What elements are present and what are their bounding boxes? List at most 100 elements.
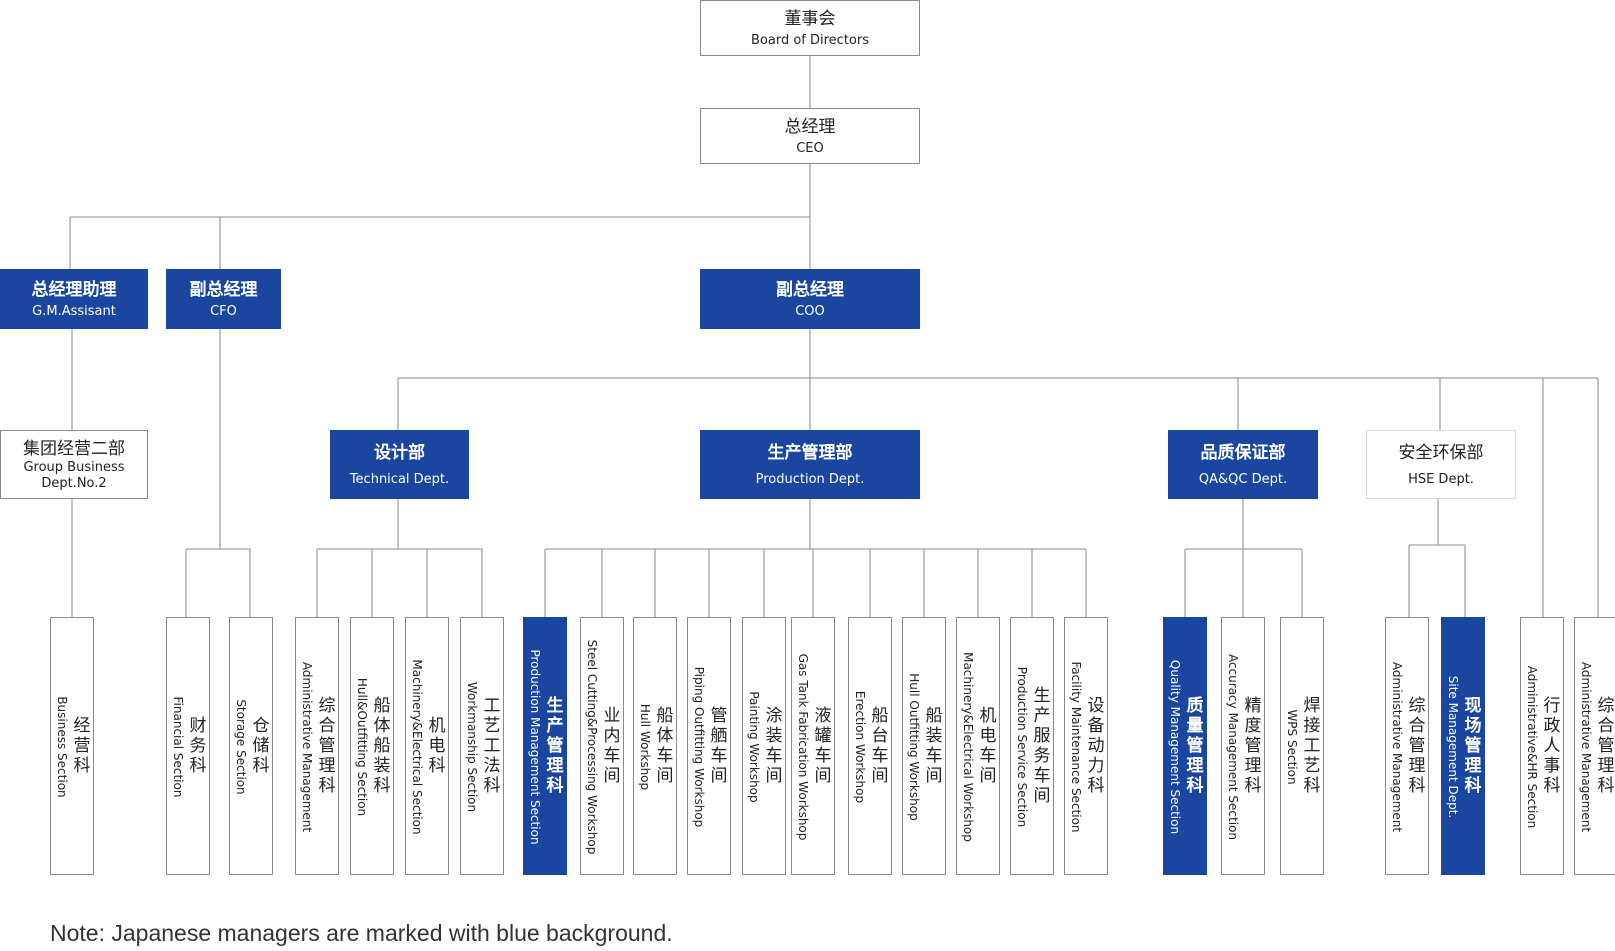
section-en-label: Steel Cutting&Processing Workshop xyxy=(585,639,599,855)
section-zh-char: 管 xyxy=(1597,736,1615,756)
section-zh-char: 车 xyxy=(814,746,832,766)
section-zh-char: 业 xyxy=(603,706,621,726)
section-zh-char: 体 xyxy=(373,716,391,736)
section-zh-char: 产 xyxy=(1033,706,1051,726)
cfo-zh: 副总经理 xyxy=(189,279,258,300)
section-zh-char: 理 xyxy=(1597,756,1615,776)
section-en-label: Site Management Dept. xyxy=(1446,675,1460,819)
section-zh-char: 间 xyxy=(1033,786,1051,806)
section-zh-char: 罐 xyxy=(814,726,832,746)
section-zh-char: 船 xyxy=(656,706,674,726)
section-zh-char: 船 xyxy=(373,736,391,756)
section-zh-char: 科 xyxy=(1186,776,1204,796)
section-zh-char: 车 xyxy=(656,746,674,766)
section-zh-char: 储 xyxy=(252,736,270,756)
section-zh-char: 涂 xyxy=(765,706,783,726)
section-zh-char: 科 xyxy=(1543,776,1561,796)
section-zh-char: 政 xyxy=(1543,716,1561,736)
section-en-label: Quality Management Section xyxy=(1168,659,1182,835)
gm-assistant-zh: 总经理助理 xyxy=(31,279,117,300)
section-zh-char: 科 xyxy=(546,776,564,796)
section-en-label: Painting Workshop xyxy=(747,691,761,803)
section-zh-label: 涂装车间 xyxy=(763,618,785,874)
section-zh-char: 台 xyxy=(871,726,889,746)
section-zh-label: 综合管理科 xyxy=(316,618,338,874)
section-zh-char: 动 xyxy=(1087,736,1105,756)
section-zh-char: 机 xyxy=(979,706,997,726)
section-zh-char: 度 xyxy=(1244,716,1262,736)
section-zh-label: 船台车间 xyxy=(869,618,891,874)
section-zh-char: 营 xyxy=(73,736,91,756)
section-zh-char: 科 xyxy=(483,776,501,796)
section-en-label: Gas Tank Fabrication Workshop xyxy=(796,653,810,841)
section-zh-char: 车 xyxy=(871,746,889,766)
section-zh-label: 经营科 xyxy=(71,618,93,874)
section-en-label: Erection Workshop xyxy=(853,690,867,804)
section-zh-char: 科 xyxy=(1087,776,1105,796)
section-zh-char: 科 xyxy=(252,756,270,776)
section-zh-char: 设 xyxy=(1087,696,1105,716)
section-zh-char: 合 xyxy=(1597,716,1615,736)
section-zh-label: 生产服务车间 xyxy=(1031,618,1053,874)
section-en-label: Administrative Management xyxy=(300,661,314,833)
section-zh-char: 车 xyxy=(710,746,728,766)
section-zh-char: 合 xyxy=(1408,716,1426,736)
section-zh-char: 机 xyxy=(428,716,446,736)
gm-assistant-en: G.M.Assisant xyxy=(32,303,116,319)
section-en-label: Hull&Outfitting Section xyxy=(355,677,369,817)
cfo-en: CFO xyxy=(210,303,237,319)
section-zh-char: 车 xyxy=(603,746,621,766)
section-zh-char: 综 xyxy=(1597,696,1615,716)
section-zh-char: 装 xyxy=(925,726,943,746)
section-zh-char: 间 xyxy=(871,766,889,786)
section-zh-char: 行 xyxy=(1543,696,1561,716)
legend-note: Note: Japanese managers are marked with … xyxy=(50,920,673,946)
section-en-label: Business Section xyxy=(55,696,69,798)
section-zh-char: 法 xyxy=(483,756,501,776)
section-zh-char: 管 xyxy=(1244,736,1262,756)
section-zh-label: 综合管理科 xyxy=(1595,618,1615,874)
section-zh-char: 科 xyxy=(1464,776,1482,796)
production-en: Production Dept. xyxy=(755,471,865,487)
technical-en: Technical Dept. xyxy=(349,471,450,487)
board-zh: 董事会 xyxy=(784,8,836,29)
coo-zh: 副总经理 xyxy=(776,279,844,300)
section-zh-char: 科 xyxy=(428,756,446,776)
section-zh-char: 管 xyxy=(1186,736,1204,756)
section-zh-char: 体 xyxy=(656,726,674,746)
section-zh-char: 财 xyxy=(189,716,207,736)
section-zh-char: 舾 xyxy=(710,726,728,746)
section-zh-char: 理 xyxy=(1464,756,1482,776)
board-of-directors-box: 董事会 Board of Directors xyxy=(700,0,920,56)
ceo-box: 总经理 CEO xyxy=(700,108,920,164)
section-zh-char: 理 xyxy=(546,756,564,776)
board-en: Board of Directors xyxy=(751,32,869,48)
section-zh-char: 车 xyxy=(925,746,943,766)
section-zh-char: 管 xyxy=(1408,736,1426,756)
section-zh-label: 精度管理科 xyxy=(1242,618,1264,874)
section-en-label: Facility Maintenance Section xyxy=(1069,661,1083,833)
section-zh-char: 间 xyxy=(814,766,832,786)
section-zh-char: 生 xyxy=(546,696,564,716)
section-en-label: WPS Section xyxy=(1285,709,1299,785)
section-zh-char: 产 xyxy=(546,716,564,736)
section-zh-label: 生产管理科 xyxy=(544,618,566,874)
section-zh-char: 管 xyxy=(318,736,336,756)
section-zh-char: 接 xyxy=(1303,716,1321,736)
section-zh-char: 场 xyxy=(1464,716,1482,736)
